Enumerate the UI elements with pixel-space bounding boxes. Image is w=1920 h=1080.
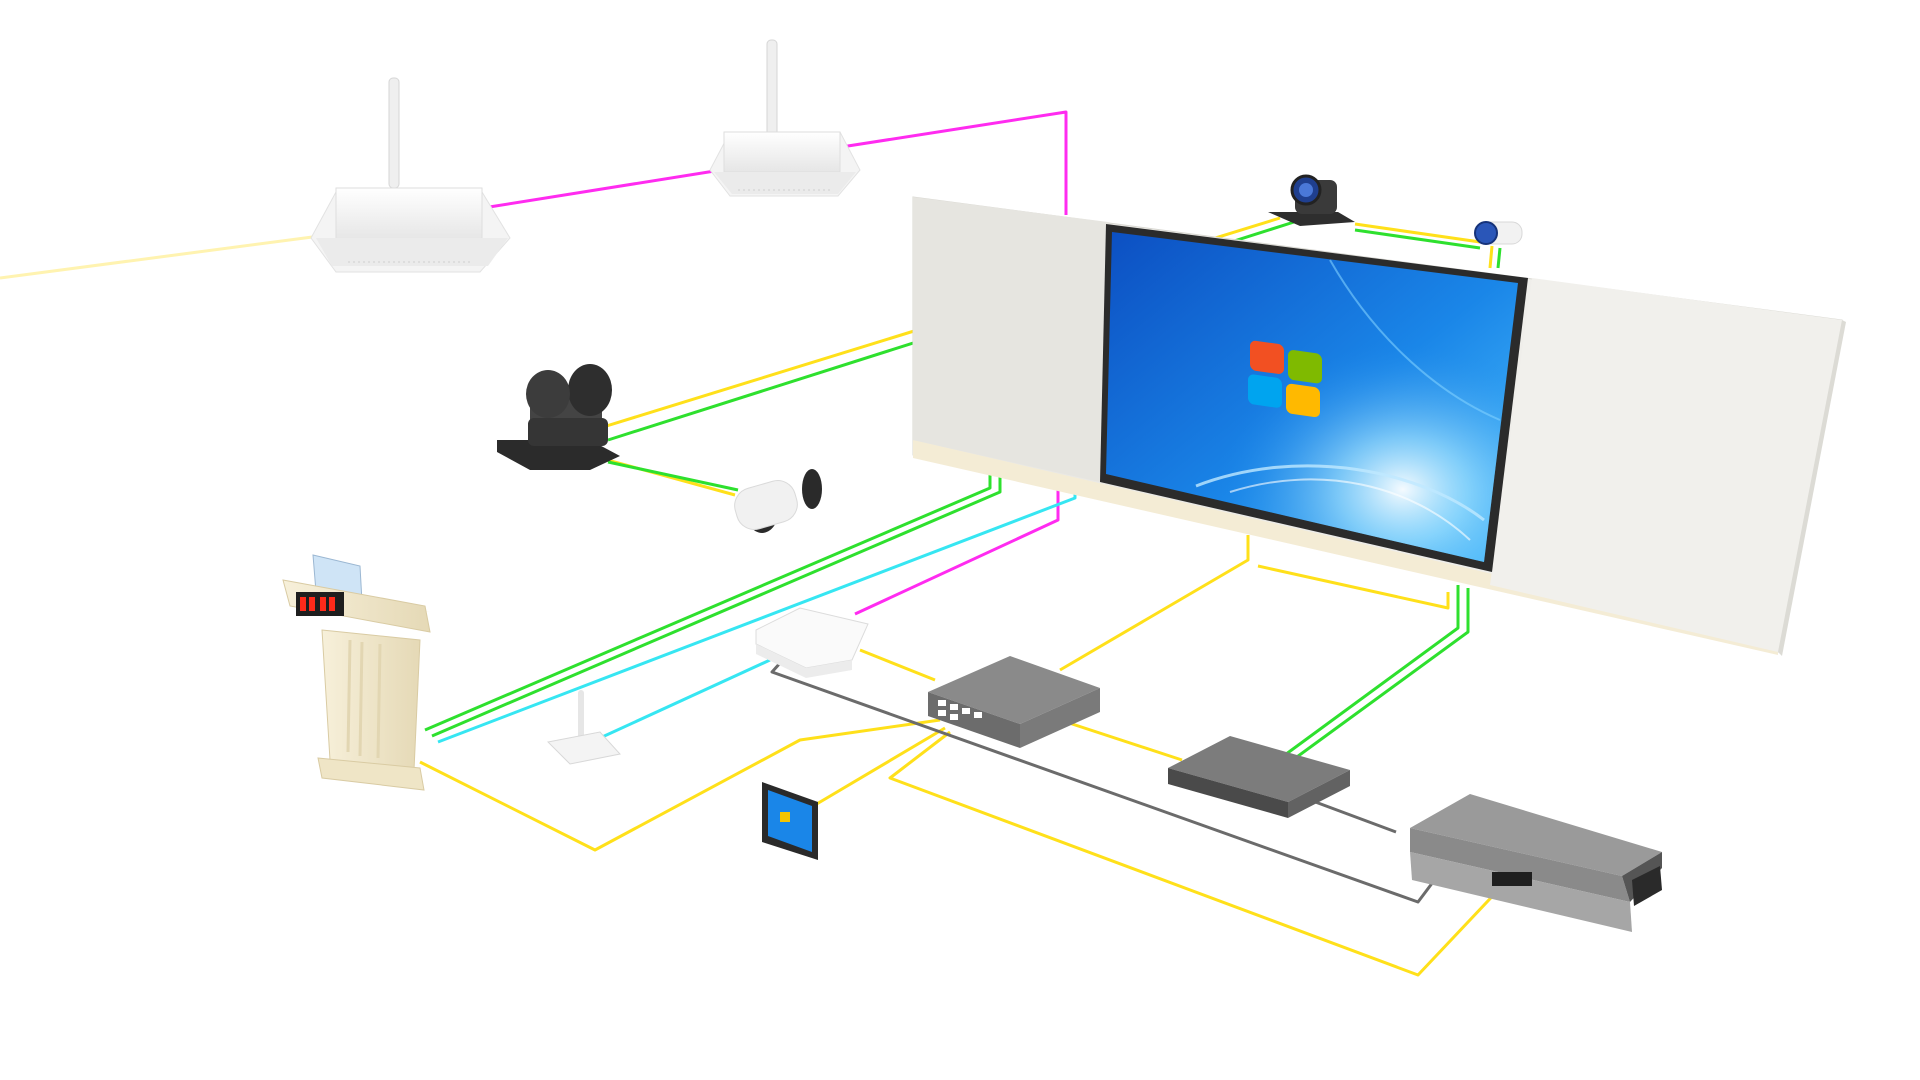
cable-magenta-mic-link	[482, 164, 747, 210]
bullet-camera-icon	[734, 469, 822, 533]
cable-yellow-left-edge	[0, 234, 321, 280]
lectern	[282, 554, 431, 791]
tablet	[762, 782, 818, 860]
media-processor	[1168, 736, 1350, 818]
cable-yellow-switch-recorder	[888, 730, 1505, 977]
cable-cyan-router	[599, 658, 771, 740]
bullet-camera-top	[1474, 221, 1523, 245]
switch-icon	[928, 656, 1100, 748]
wifi-router	[546, 690, 621, 765]
cable-gray-processor-recorder	[1309, 798, 1397, 834]
cables	[0, 110, 1505, 977]
cable-green-podium	[424, 470, 992, 732]
cable-green-bullet-down	[1496, 247, 1502, 269]
interactive-blackboard	[912, 196, 1846, 656]
cable-yellow-tablet-switch	[814, 726, 946, 807]
bullet-camera-student	[734, 469, 822, 533]
cable-green-board-processor-b	[1289, 588, 1470, 764]
recording-host	[1410, 794, 1662, 932]
interactive-display-icon	[912, 196, 1846, 656]
cable-yellow-receiver-switch	[859, 648, 936, 682]
wireless-receiver-icon	[755, 607, 869, 678]
cable-yellow-podium-switch	[419, 718, 941, 852]
ptz-camera-student	[497, 364, 620, 470]
cable-yellow-board-switch	[1059, 535, 1250, 672]
cable-green-board-processor	[1277, 585, 1460, 762]
ceiling-microphone-icon	[709, 39, 861, 197]
cable-magenta-mic-to-receiver	[834, 110, 1068, 215]
cable-yellow-top-cams	[1354, 222, 1481, 244]
recorder-icon	[1410, 794, 1662, 932]
ceiling-microphone-icon	[310, 77, 511, 273]
bullet-camera-icon	[1474, 221, 1523, 245]
wireless-receiver	[755, 607, 869, 678]
cable-yellow-board-switch-b	[1257, 564, 1450, 610]
ptz-camera-icon	[1268, 174, 1355, 226]
ptz-camera-top	[1268, 174, 1355, 226]
podium-icon	[282, 554, 431, 791]
windows-logo-icon	[1248, 340, 1322, 418]
cable-yellow-bullet-down	[1488, 245, 1494, 269]
cable-green-top-cams	[1354, 228, 1481, 250]
tablet-icon	[762, 782, 818, 860]
ceiling-microphone-right	[709, 39, 861, 197]
network-switch	[928, 656, 1100, 748]
cable-yellow-switch-processor	[1059, 718, 1183, 762]
ptz-camera-icon	[497, 364, 620, 470]
ceiling-microphone-left	[310, 77, 511, 273]
cable-green-podium-b	[431, 470, 1002, 738]
router-icon	[546, 690, 621, 765]
cable-green-student-cams	[607, 460, 739, 492]
cable-magenta-receiver	[854, 490, 1060, 616]
processor-icon	[1168, 736, 1350, 818]
